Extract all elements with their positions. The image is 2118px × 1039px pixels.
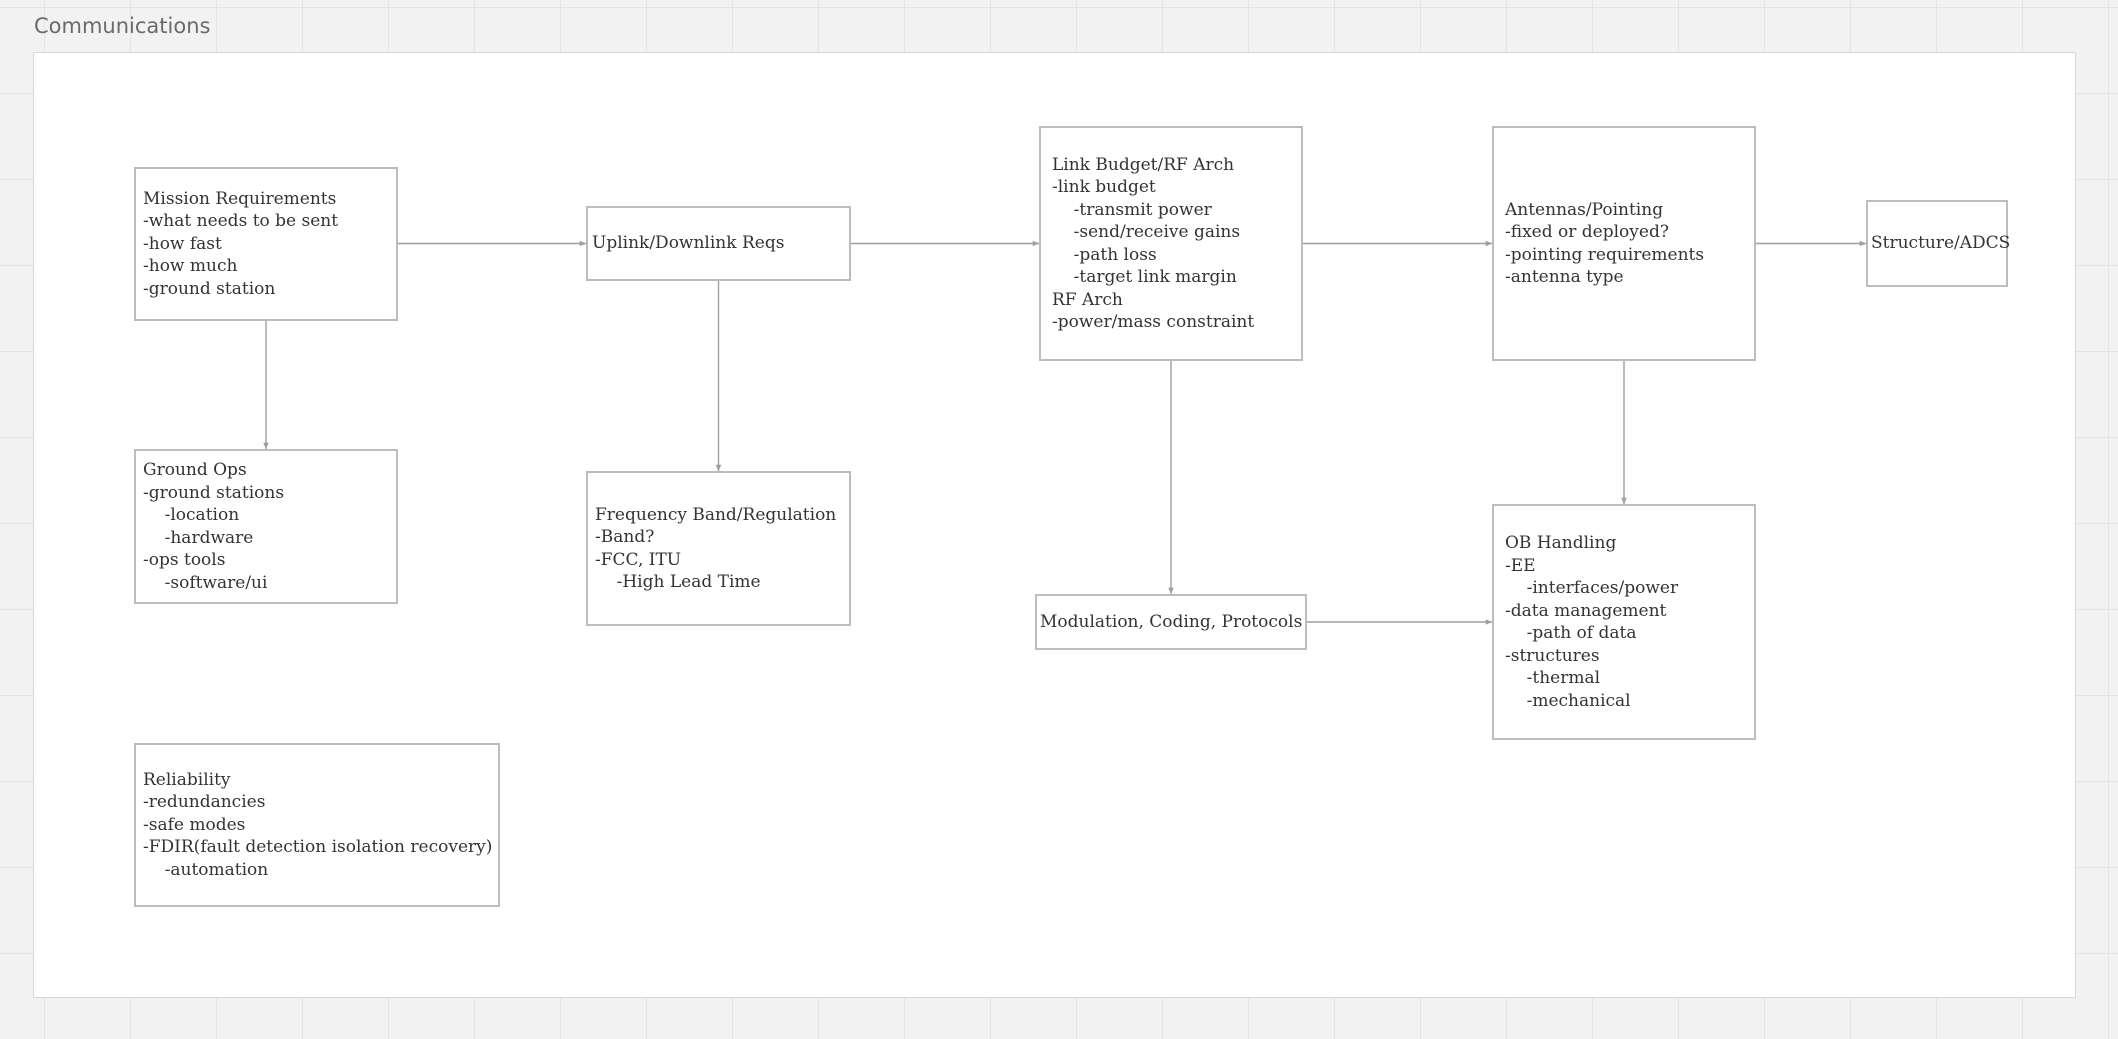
node-line: Mission Requirements <box>143 188 337 209</box>
node-mission-requirements[interactable]: Mission Requirements-what needs to be se… <box>134 167 398 321</box>
node-line: -ground station <box>143 278 276 299</box>
node-line: -path of data <box>1505 623 1637 643</box>
node-text: Structure/ADCS <box>1871 232 2011 255</box>
node-line: Frequency Band/Regulation <box>595 504 837 525</box>
node-text: Modulation, Coding, Protocols <box>1040 611 1305 634</box>
node-line: -EE <box>1505 555 1536 576</box>
node-text: Link Budget/RF Arch-link budget -transmi… <box>1052 154 1301 334</box>
node-line: -hardware <box>143 527 254 548</box>
node-line: -mechanical <box>1505 690 1631 711</box>
node-line: -how much <box>143 256 238 277</box>
node-line: -automation <box>143 859 269 880</box>
node-line: -what needs to be sent <box>143 211 339 232</box>
node-modulation-coding-protocols[interactable]: Modulation, Coding, Protocols <box>1035 594 1307 650</box>
node-line: -pointing requirements <box>1505 244 1705 265</box>
node-line: -antenna type <box>1505 267 1624 287</box>
node-line: -software/ui <box>143 572 268 593</box>
frame-title[interactable]: Communications <box>34 14 211 38</box>
node-line: -target link margin <box>1052 267 1237 287</box>
node-text: Reliability-redundancies-safe modes-FDIR… <box>143 769 498 882</box>
node-line: Structure/ADCS <box>1871 233 2011 254</box>
node-link-budget-rf-arch[interactable]: Link Budget/RF Arch-link budget -transmi… <box>1039 126 1303 361</box>
node-line: -FCC, ITU <box>595 549 682 570</box>
node-line: -thermal <box>1505 668 1601 688</box>
node-text: Antennas/Pointing-fixed or deployed?-poi… <box>1505 199 1754 289</box>
node-line: OB Handling <box>1505 533 1617 553</box>
node-line: -data management <box>1505 600 1667 621</box>
node-text: Uplink/Downlink Reqs <box>592 232 849 255</box>
node-line: -Band? <box>595 527 655 547</box>
node-line: -redundancies <box>143 792 266 813</box>
node-line: -fixed or deployed? <box>1505 222 1669 242</box>
node-text: Mission Requirements-what needs to be se… <box>143 188 396 301</box>
node-uplink-downlink-reqs[interactable]: Uplink/Downlink Reqs <box>586 206 851 281</box>
node-line: -FDIR(fault detection isolation recovery… <box>143 837 493 858</box>
node-line: -structures <box>1505 645 1600 666</box>
node-frequency-band-regulation[interactable]: Frequency Band/Regulation-Band?-FCC, ITU… <box>586 471 851 626</box>
node-line: -power/mass constraint <box>1052 312 1255 332</box>
node-line: -how fast <box>143 233 222 254</box>
node-line: Link Budget/RF Arch <box>1052 154 1235 175</box>
node-line: Antennas/Pointing <box>1505 199 1664 220</box>
node-line: -transmit power <box>1052 199 1212 220</box>
node-structure-adcs[interactable]: Structure/ADCS <box>1866 200 2011 287</box>
node-reliability[interactable]: Reliability-redundancies-safe modes-FDIR… <box>134 743 500 907</box>
node-line: -ops tools <box>143 550 226 570</box>
node-antennas-pointing[interactable]: Antennas/Pointing-fixed or deployed?-poi… <box>1492 126 1756 361</box>
node-text: Frequency Band/Regulation-Band?-FCC, ITU… <box>595 504 849 594</box>
node-line: -safe modes <box>143 814 246 835</box>
node-text: Ground Ops-ground stations -location -ha… <box>143 459 396 594</box>
node-line: Reliability <box>143 769 231 790</box>
node-text: OB Handling-EE -interfaces/power-data ma… <box>1505 532 1754 712</box>
node-line: -ground stations <box>143 482 285 503</box>
node-ground-ops[interactable]: Ground Ops-ground stations -location -ha… <box>134 449 398 604</box>
node-line: Modulation, Coding, Protocols <box>1040 611 1303 632</box>
node-line: -location <box>143 505 240 525</box>
node-line: -link budget <box>1052 177 1156 197</box>
node-line: RF Arch <box>1052 289 1123 310</box>
node-line: -High Lead Time <box>595 572 761 592</box>
node-ob-handling[interactable]: OB Handling-EE -interfaces/power-data ma… <box>1492 504 1756 740</box>
node-line: Ground Ops <box>143 460 247 480</box>
node-line: Uplink/Downlink Reqs <box>592 233 785 254</box>
node-line: -send/receive gains <box>1052 222 1241 242</box>
node-line: -path loss <box>1052 244 1157 265</box>
node-line: -interfaces/power <box>1505 578 1679 598</box>
